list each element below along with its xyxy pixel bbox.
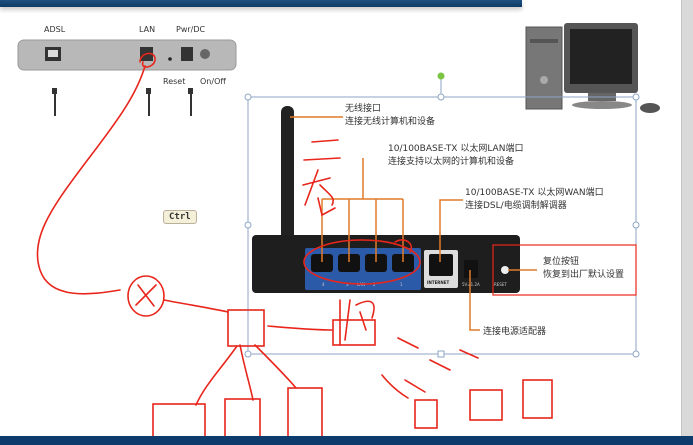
wireless-title: 无线接口 bbox=[345, 104, 382, 114]
port-label-1: 1 bbox=[400, 282, 403, 287]
lan-title: 10/100BASE-TX 以太网LAN端口 bbox=[388, 144, 524, 154]
rotate-handle[interactable] bbox=[437, 72, 445, 80]
slide-bottom-band bbox=[0, 436, 693, 445]
computer-icon bbox=[525, 23, 660, 113]
adsl-label: ADSL bbox=[44, 25, 66, 34]
power-rating-label: 5V=1.2A bbox=[462, 282, 480, 287]
port-label-2: 2 bbox=[373, 282, 376, 287]
pwr-label: Pwr/DC bbox=[176, 25, 206, 34]
wan-title: 10/100BASE-TX 以太网WAN端口 bbox=[465, 188, 604, 198]
wireless-callout: 无线接口 连接无线计算机和设备 bbox=[345, 103, 435, 129]
ctrl-key-indicator: Ctrl bbox=[163, 210, 197, 224]
internet-port-label: INTERNET bbox=[427, 280, 450, 285]
lan-callout: 10/100BASE-TX 以太网LAN端口 连接支持以太网的计算机和设备 bbox=[388, 143, 523, 169]
wireless-desc: 连接无线计算机和设备 bbox=[345, 117, 436, 127]
reset-desc: 恢复到出厂默认设置 bbox=[543, 270, 625, 280]
onoff-label: On/Off bbox=[200, 77, 226, 86]
modem-body-icon bbox=[17, 39, 237, 116]
port-label-4: 4 bbox=[322, 282, 325, 287]
wan-callout: 10/100BASE-TX 以太网WAN端口 连接DSL/电缆调制解调器 bbox=[465, 187, 604, 213]
port-label-3: 3 bbox=[346, 282, 349, 287]
reset-label: Reset bbox=[163, 77, 186, 86]
lan-label: LAN bbox=[139, 25, 156, 34]
slide-top-band bbox=[0, 0, 522, 7]
reset-title: 复位按钮 bbox=[543, 257, 580, 267]
vertical-scrollbar[interactable] bbox=[681, 0, 693, 436]
power-callout: 连接电源适配器 bbox=[483, 327, 547, 337]
wan-desc: 连接DSL/电缆调制解调器 bbox=[465, 201, 567, 211]
lan-desc: 连接支持以太网的计算机和设备 bbox=[388, 157, 515, 167]
reset-callout: 复位按钮 恢复到出厂默认设置 bbox=[543, 256, 624, 282]
reset-port-label: RESET bbox=[494, 282, 507, 287]
resize-handles[interactable] bbox=[244, 93, 640, 358]
